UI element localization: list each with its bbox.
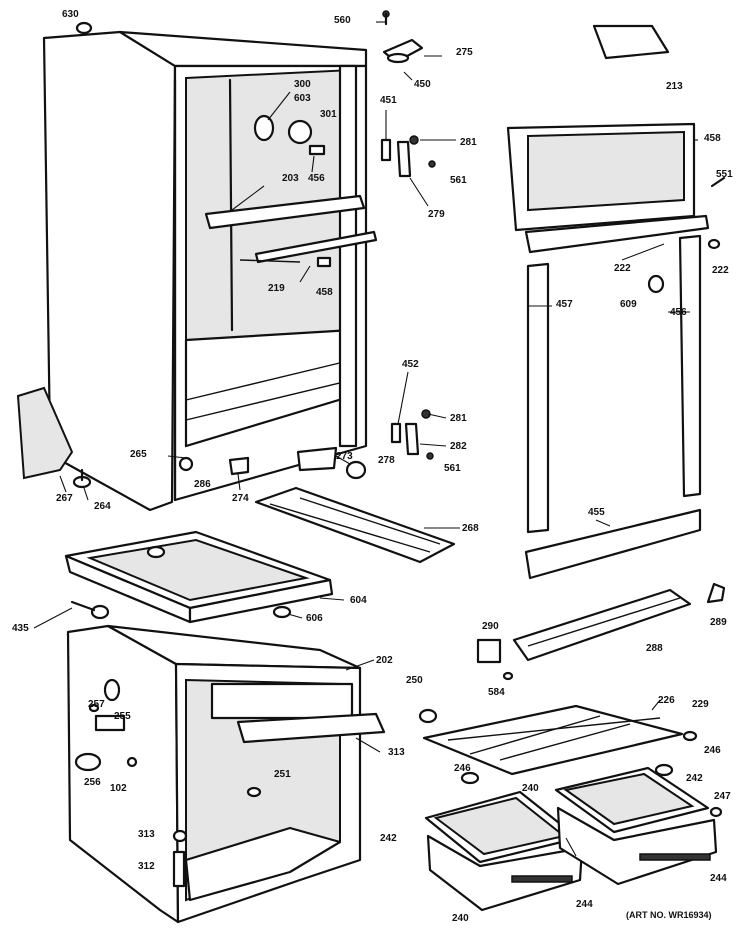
label-268: 268: [462, 523, 479, 534]
label-265: 265: [130, 449, 147, 460]
label-301: 301: [320, 109, 337, 120]
label-242b: 242: [380, 833, 397, 844]
label-290: 290: [482, 621, 499, 632]
label-222b: 222: [712, 265, 729, 276]
label-313b: 313: [138, 829, 155, 840]
label-458b: 458: [316, 287, 333, 298]
label-264: 264: [94, 501, 111, 512]
label-456b: 456: [670, 307, 687, 318]
label-456a: 456: [308, 173, 325, 184]
label-455: 455: [588, 507, 605, 518]
label-561a: 561: [450, 175, 467, 186]
label-246b: 246: [454, 763, 471, 774]
art-number: (ART NO. WR16934): [626, 910, 712, 920]
label-606: 606: [306, 613, 323, 624]
label-561b: 561: [444, 463, 461, 474]
label-279: 279: [428, 209, 445, 220]
label-584: 584: [488, 687, 505, 698]
label-630: 630: [62, 9, 79, 20]
label-609: 609: [620, 299, 637, 310]
base-tray-268: [254, 486, 456, 564]
rear-panel: [16, 386, 74, 480]
label-282: 282: [450, 441, 467, 452]
label-300: 300: [294, 79, 311, 90]
label-257: 257: [88, 699, 105, 710]
label-312: 312: [138, 861, 155, 872]
fresh-food-shelves: [418, 582, 726, 785]
label-240a: 240: [522, 783, 539, 794]
label-560: 560: [334, 15, 351, 26]
label-242a: 242: [686, 773, 703, 784]
label-203: 203: [282, 173, 299, 184]
divider-tray-604: [64, 530, 334, 624]
label-288: 288: [646, 643, 663, 654]
label-458a: 458: [704, 133, 721, 144]
label-250: 250: [406, 675, 423, 686]
label-240b: 240: [452, 913, 469, 924]
shelf-rails: [204, 194, 378, 264]
freezer-cabinet: [42, 30, 368, 512]
label-219: 219: [268, 283, 285, 294]
label-286a: 286: [194, 479, 211, 490]
label-604: 604: [350, 595, 367, 606]
label-313a: 313: [388, 747, 405, 758]
label-435: 435: [12, 623, 29, 634]
label-450: 450: [414, 79, 431, 90]
label-213: 213: [666, 81, 683, 92]
label-273: 273: [336, 451, 353, 462]
label-246a: 246: [704, 745, 721, 756]
leader-lines: [33, 21, 698, 857]
label-251: 251: [274, 769, 291, 780]
freezer-door: [506, 24, 726, 580]
label-281b: 281: [450, 413, 467, 424]
label-244a: 244: [710, 873, 727, 884]
label-289: 289: [710, 617, 727, 628]
label-256: 256: [84, 777, 101, 788]
label-222a: 222: [614, 263, 631, 274]
fresh-food-cabinet: [66, 624, 386, 924]
label-102: 102: [110, 783, 127, 794]
label-452: 452: [402, 359, 419, 370]
label-275: 275: [456, 47, 473, 58]
lower-hinge-parts: [72, 409, 434, 489]
label-274: 274: [232, 493, 249, 504]
label-226: 226: [658, 695, 675, 706]
label-267: 267: [56, 493, 73, 504]
label-451: 451: [380, 95, 397, 106]
label-603: 603: [294, 93, 311, 104]
label-457: 457: [556, 299, 573, 310]
label-551: 551: [716, 169, 733, 180]
label-202: 202: [376, 655, 393, 666]
label-247: 247: [714, 791, 731, 802]
label-255: 255: [114, 711, 131, 722]
hinge-and-brackets: [75, 10, 436, 268]
label-281a: 281: [460, 137, 477, 148]
small-parts-base: [70, 600, 292, 620]
label-229: 229: [692, 699, 709, 710]
label-278: 278: [378, 455, 395, 466]
crisper-drawers: [424, 766, 723, 912]
label-244b: 244: [576, 899, 593, 910]
